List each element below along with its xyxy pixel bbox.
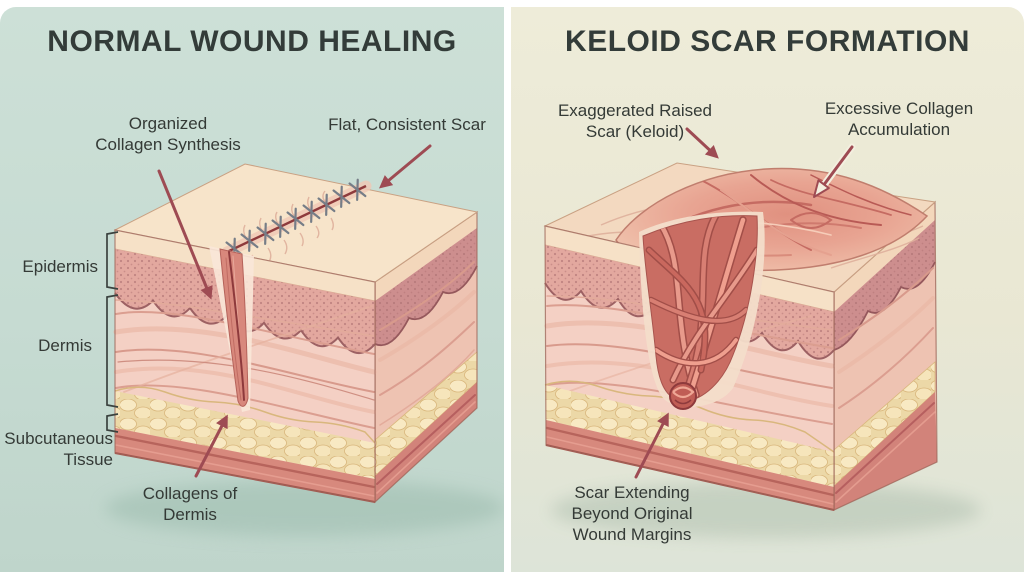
- skin-block-front-face: [544, 211, 835, 511]
- excessive-collagen-label: Excessive Collagen Accumulation: [824, 99, 974, 140]
- annotation-arrows: [157, 144, 432, 478]
- scar-extending-arrow: [634, 412, 669, 479]
- subcutaneous-bracket: [106, 413, 119, 433]
- subcutaneous-label: Subcutaneous Tissue: [4, 429, 113, 470]
- organized-collagen-label: Organized Collagen Synthesis: [95, 114, 241, 155]
- keloid-skin-block-illustration: [543, 127, 981, 538]
- collagens-dermis-label: Collagens of Dermis: [142, 484, 238, 525]
- scar-extending-label: Scar Extending Beyond Original Wound Mar…: [571, 483, 693, 545]
- tangled-collagen-bundles: [645, 215, 758, 401]
- excessive-collagen-arrow: [813, 143, 856, 198]
- right-panel-title: KELOID SCAR FORMATION: [565, 25, 970, 58]
- annotation-arrows: [634, 127, 856, 479]
- collagens-dermis-arrow: [194, 414, 228, 478]
- panel-keloid-scar-formation: KELOID SCAR FORMATION Exaggerated Raised…: [511, 0, 1024, 572]
- normal-skin-block-illustration: [105, 144, 504, 536]
- epidermis-label: Epidermis: [22, 257, 98, 276]
- skin-block-right-face: [374, 210, 478, 504]
- exaggerated-scar-label: Exaggerated Raised Scar (Keloid): [557, 101, 713, 142]
- block-shadow: [105, 480, 504, 536]
- flat-scar-label: Flat, Consistent Scar: [328, 115, 486, 134]
- epidermis-bracket: [106, 231, 119, 290]
- dermis-bracket: [106, 294, 119, 408]
- organized-collagen-arrow: [157, 169, 213, 300]
- left-panel-title: NORMAL WOUND HEALING: [47, 25, 457, 58]
- flat-scar-arrow: [379, 144, 432, 189]
- subcutaneous-fat-layer: [115, 391, 375, 479]
- skin-block-right-face: [833, 200, 938, 511]
- layer-brackets: [106, 231, 119, 433]
- suture-stitches: [225, 178, 367, 260]
- panel-normal-wound-healing: NORMAL WOUND HEALING Organized Collagen …: [0, 0, 504, 572]
- skin-block-top-face: [113, 163, 479, 283]
- block-shadow: [551, 482, 981, 538]
- subcutaneous-fat-layer: [545, 385, 834, 487]
- skin-block-front-face: [113, 229, 377, 503]
- exaggerated-scar-arrow: [685, 127, 719, 159]
- dermis-label: Dermis: [38, 336, 92, 355]
